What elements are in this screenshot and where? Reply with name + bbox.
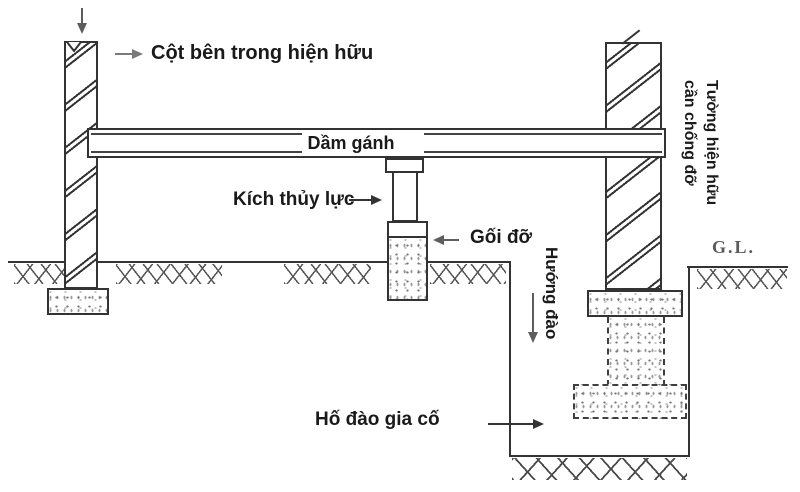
hydraulic-jack-label: Kích thủy lực bbox=[233, 189, 355, 210]
interior-column-pointer-arrow-icon bbox=[115, 49, 143, 59]
jack-pointer-arrow-icon bbox=[349, 195, 382, 205]
pit-pointer-arrow-icon bbox=[488, 419, 544, 429]
beam-flange-line bbox=[91, 133, 302, 135]
ground-hatch bbox=[116, 264, 222, 284]
underpin-pier-dashed bbox=[607, 317, 665, 386]
existing-wall-label-line1: Tường hiện hữu bbox=[703, 80, 720, 206]
ground-line-right bbox=[687, 266, 788, 268]
support-pad bbox=[387, 221, 428, 301]
underpin-base-dashed bbox=[573, 384, 687, 419]
interior-column bbox=[64, 41, 98, 289]
support-pad-label: Gối đỡ bbox=[470, 227, 533, 248]
support-pad-fill bbox=[389, 236, 426, 299]
excavation-direction-arrow-icon bbox=[528, 293, 538, 343]
carrying-beam-label: Dầm gánh bbox=[307, 133, 395, 153]
pit-left-wall bbox=[509, 261, 511, 457]
jack-cylinder bbox=[392, 171, 418, 222]
beam-flange-line bbox=[424, 151, 662, 153]
ground-hatch bbox=[14, 264, 76, 284]
column-footing bbox=[47, 288, 109, 315]
excavation-direction-label: Hướng đào bbox=[542, 247, 561, 340]
wall-footing bbox=[587, 290, 683, 317]
beam-flange-line bbox=[91, 151, 302, 153]
ground-level-label: G.L. bbox=[712, 237, 756, 257]
ground-line-left bbox=[8, 261, 510, 263]
column-break-notch-icon bbox=[67, 41, 82, 52]
beam-flange-line bbox=[424, 133, 662, 135]
existing-wall-label: Tường hiện hữu cần chống đỡ bbox=[678, 80, 722, 255]
pad-pointer-arrow-icon bbox=[433, 235, 459, 245]
existing-wall bbox=[605, 42, 662, 290]
pit-bottom bbox=[509, 455, 690, 457]
ground-hatch bbox=[697, 269, 787, 289]
ground-hatch bbox=[284, 264, 371, 284]
existing-wall-label-line2: cần chống đỡ bbox=[681, 80, 698, 186]
reinforced-pit-label: Hố đào gia cố bbox=[315, 409, 440, 430]
ground-hatch bbox=[430, 264, 506, 284]
pit-right-wall bbox=[688, 266, 690, 457]
pit-bottom-hatch bbox=[512, 458, 687, 480]
interior-column-label: Cột bên trong hiện hữu bbox=[151, 42, 374, 64]
load-down-arrow-icon bbox=[77, 8, 87, 34]
